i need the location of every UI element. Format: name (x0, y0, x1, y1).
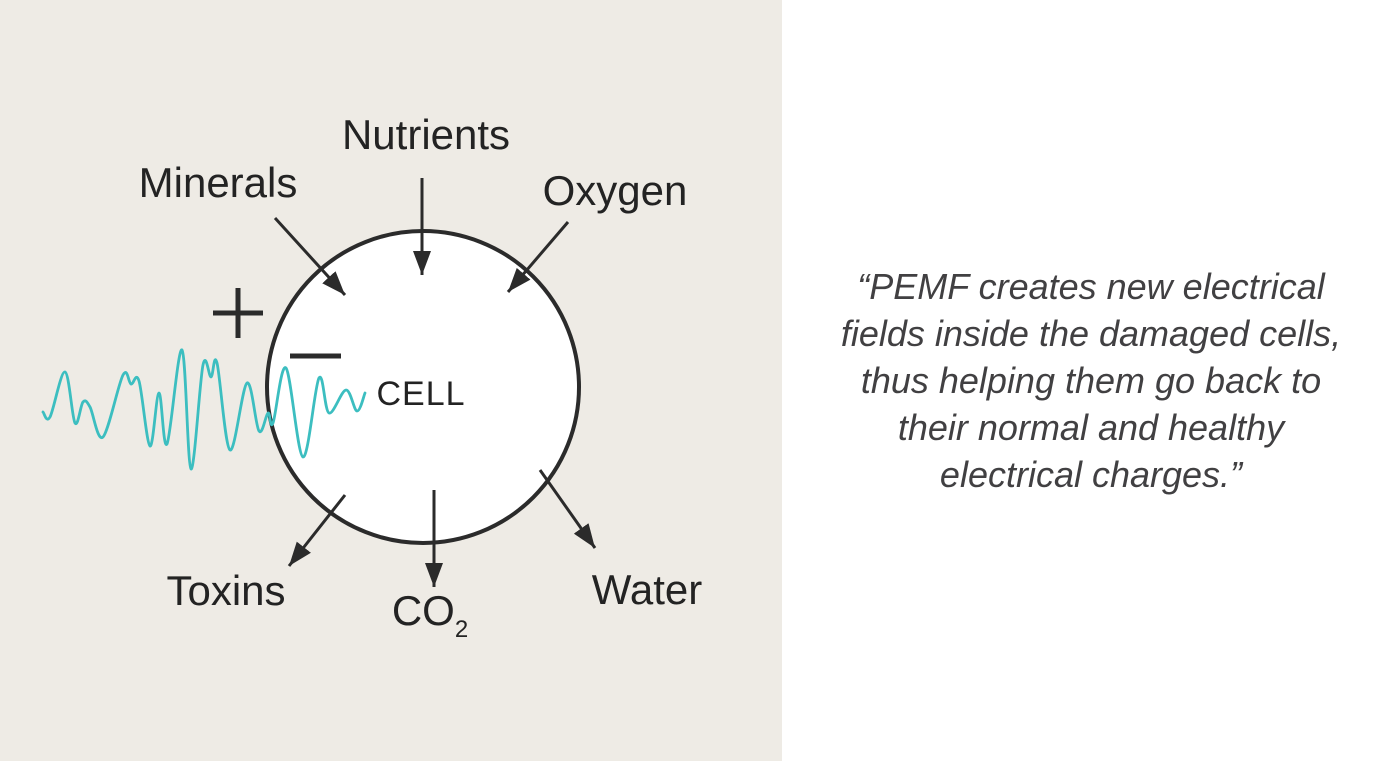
minerals-label: Minerals (138, 159, 298, 206)
plus-sign-icon (213, 288, 263, 338)
oxygen-arrow (506, 221, 570, 293)
quote-line: “PEMF creates new electrical (857, 266, 1325, 307)
quote-line: electrical charges.” (939, 454, 1243, 495)
minerals-arrow (273, 216, 347, 297)
toxins-label: Toxins (166, 567, 286, 614)
quote-line: thus helping them go back to (860, 360, 1322, 401)
quote-line: their normal and healthy (897, 407, 1285, 448)
co2-subscript: 2 (454, 616, 469, 643)
pemf-quote: “PEMF creates new electrical fields insid… (821, 263, 1361, 498)
quote-line: fields inside the damaged cells, (840, 313, 1342, 354)
quote-panel: “PEMF creates new electrical fields insid… (782, 0, 1400, 761)
water-arrow (538, 469, 597, 549)
co2-label: CO2 (392, 590, 468, 642)
water-label: Water (591, 566, 703, 613)
cell-diagram-panel: Nutrients Minerals Oxygen CELL Toxins CO… (0, 0, 782, 761)
co2-base-text: CO (391, 587, 455, 634)
toxins-arrow (287, 494, 347, 567)
arrows-group (273, 178, 597, 587)
cell-label: CELL (376, 375, 466, 413)
oxygen-label: Oxygen (542, 167, 688, 214)
pemf-waveform (41, 348, 367, 471)
nutrients-label: Nutrients (341, 111, 511, 158)
cell-diagram-graphic (41, 178, 597, 587)
